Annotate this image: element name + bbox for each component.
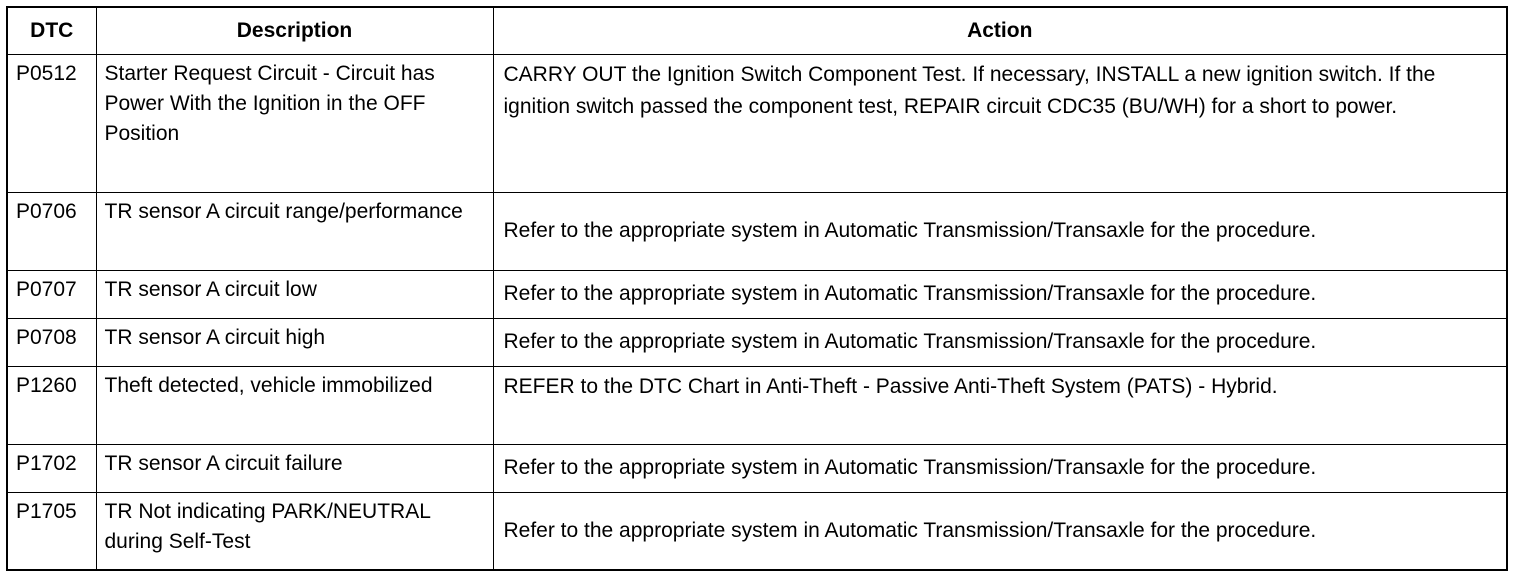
dtc-action: Refer to the appropriate system in Autom… xyxy=(492,269,1508,319)
header-dtc: DTC xyxy=(6,6,97,55)
dtc-description: TR Not indicating PARK/NEUTRAL during Se… xyxy=(95,491,494,571)
dtc-code: P0708 xyxy=(6,317,97,367)
dtc-code: P1260 xyxy=(6,365,97,445)
table-row-p0512: P0512 Starter Request Circuit - Circuit … xyxy=(6,53,1508,193)
header-action: Action xyxy=(492,6,1508,55)
dtc-description: TR sensor A circuit high xyxy=(95,317,494,367)
dtc-code: P0512 xyxy=(6,53,97,193)
dtc-action: Refer to the appropriate system in Autom… xyxy=(492,443,1508,493)
dtc-code: P0706 xyxy=(6,191,97,271)
dtc-code: P0707 xyxy=(6,269,97,319)
table-row-p0706: P0706 TR sensor A circuit range/performa… xyxy=(6,191,1508,271)
dtc-action: Refer to the appropriate system in Autom… xyxy=(492,191,1508,271)
table-row-p1260: P1260 Theft detected, vehicle immobilize… xyxy=(6,365,1508,445)
table-header-row: DTC Description Action xyxy=(6,6,1508,55)
table-row-p0707: P0707 TR sensor A circuit low Refer to t… xyxy=(6,269,1508,319)
dtc-code: P1705 xyxy=(6,491,97,571)
dtc-code: P1702 xyxy=(6,443,97,493)
dtc-action: Refer to the appropriate system in Autom… xyxy=(492,491,1508,571)
dtc-description: Starter Request Circuit - Circuit has Po… xyxy=(95,53,494,193)
header-description: Description xyxy=(95,6,494,55)
dtc-action: REFER to the DTC Chart in Anti-Theft - P… xyxy=(492,365,1508,445)
dtc-action: Refer to the appropriate system in Autom… xyxy=(492,317,1508,367)
dtc-description: TR sensor A circuit range/performance xyxy=(95,191,494,271)
dtc-description: Theft detected, vehicle immobilized xyxy=(95,365,494,445)
dtc-description: TR sensor A circuit failure xyxy=(95,443,494,493)
table-row-p0708: P0708 TR sensor A circuit high Refer to … xyxy=(6,317,1508,367)
dtc-description: TR sensor A circuit low xyxy=(95,269,494,319)
table-row-p1705: P1705 TR Not indicating PARK/NEUTRAL dur… xyxy=(6,491,1508,571)
dtc-table: DTC Description Action P0512 Starter Req… xyxy=(6,6,1508,571)
dtc-action: CARRY OUT the Ignition Switch Component … xyxy=(492,53,1508,193)
table-row-p1702: P1702 TR sensor A circuit failure Refer … xyxy=(6,443,1508,493)
